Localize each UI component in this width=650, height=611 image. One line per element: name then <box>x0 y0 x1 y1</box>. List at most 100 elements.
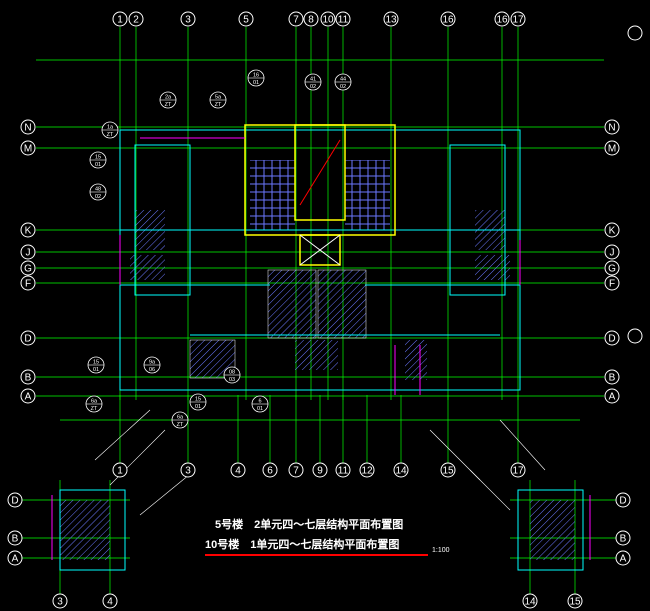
svg-text:G: G <box>24 264 32 275</box>
svg-text:08: 08 <box>229 370 235 376</box>
svg-text:9a: 9a <box>149 360 156 366</box>
axis-bubble-row-left: K <box>20 222 36 238</box>
svg-text:01: 01 <box>93 367 99 373</box>
axis-bubble-bottom: 12 <box>359 462 375 478</box>
svg-text:D: D <box>608 334 615 345</box>
axis-bubble-top: 2 <box>128 11 144 27</box>
title-line-2: 10号楼 1单元四～七层结构平面布置图 <box>205 537 399 551</box>
svg-text:13: 13 <box>385 15 397 26</box>
axis-bubble-row-left: N <box>20 119 36 135</box>
axis-bubble-top: 7 <box>288 11 304 27</box>
svg-text:B: B <box>25 373 32 384</box>
svg-text:6: 6 <box>267 466 273 477</box>
svg-text:D: D <box>619 496 626 507</box>
svg-text:N: N <box>608 123 615 134</box>
svg-text:10: 10 <box>322 15 334 26</box>
axis-bubble-row-left: F <box>20 275 36 291</box>
svg-text:16: 16 <box>496 15 508 26</box>
svg-text:06: 06 <box>149 367 155 373</box>
axis-bubble-row-left: A <box>20 388 36 404</box>
inset-left-row-bubble: B <box>7 530 23 546</box>
svg-text:14: 14 <box>524 597 536 608</box>
svg-text:17: 17 <box>512 15 524 26</box>
svg-text:01: 01 <box>95 162 101 168</box>
svg-text:01: 01 <box>253 80 259 86</box>
svg-text:F: F <box>609 279 615 290</box>
svg-text:ZT: ZT <box>165 102 172 108</box>
title-line-1: 5号楼 2单元四～七层结构平面布置图 <box>215 517 403 531</box>
svg-text:41: 41 <box>310 77 316 83</box>
axis-bubble-top: 8 <box>303 11 319 27</box>
svg-text:A: A <box>609 392 616 403</box>
leader-lines <box>94 409 546 516</box>
axis-bubble-row-right: N <box>604 119 620 135</box>
svg-text:3: 3 <box>185 15 191 26</box>
axis-bubble-top: 3 <box>180 11 196 27</box>
svg-text:7: 7 <box>293 466 299 477</box>
svg-text:44: 44 <box>340 77 346 83</box>
svg-text:4: 4 <box>235 466 241 477</box>
inset-right-row-bubble: B <box>615 530 631 546</box>
axis-bubble-top: 17 <box>510 11 526 27</box>
axis-bubble-top: 10 <box>320 11 336 27</box>
svg-text:K: K <box>25 226 32 237</box>
svg-text:B: B <box>609 373 616 384</box>
svg-text:5a: 5a <box>215 95 222 101</box>
svg-text:A: A <box>25 392 32 403</box>
detail-bubble-group: 2aZT5aZT1aZT1501480216014102440215019a06… <box>85 69 352 429</box>
svg-text:01: 01 <box>257 406 263 412</box>
svg-text:A: A <box>620 554 627 565</box>
axis-bubble-row-left: D <box>20 330 36 346</box>
svg-text:ZT: ZT <box>215 102 222 108</box>
svg-text:5: 5 <box>243 15 249 26</box>
title-block: 5号楼 2单元四～七层结构平面布置图 10号楼 1单元四～七层结构平面布置图 1… <box>205 517 450 556</box>
svg-text:D: D <box>24 334 31 345</box>
svg-text:15: 15 <box>195 397 201 403</box>
axis-bubble-row-left: J <box>20 244 36 260</box>
svg-text:17: 17 <box>512 466 524 477</box>
axis-bubble-bottom: 9 <box>312 462 328 478</box>
axis-bubble-bottom: 7 <box>288 462 304 478</box>
axis-bubble-top: 1 <box>112 11 128 27</box>
axis-bubble-top: 16 <box>494 11 510 27</box>
axis-bubble-bottom: 15 <box>440 462 456 478</box>
svg-text:16: 16 <box>442 15 454 26</box>
svg-text:02: 02 <box>340 84 346 90</box>
axis-bubble-bottom: 17 <box>510 462 526 478</box>
axis-bubble-row-left: M <box>20 140 36 156</box>
axis-bubble-row-right: F <box>604 275 620 291</box>
svg-text:7: 7 <box>293 15 299 26</box>
axis-bubble-row-right: G <box>604 260 620 276</box>
svg-text:9: 9 <box>317 466 323 477</box>
svg-text:M: M <box>24 144 32 155</box>
axis-bubble-bottom: 1 <box>112 462 128 478</box>
inset-right-col-bubble: 14 <box>522 593 538 609</box>
svg-text:03: 03 <box>229 377 235 383</box>
axis-bubble-top: 16 <box>440 11 456 27</box>
axis-bubble-top: 11 <box>335 11 351 27</box>
svg-text:ZT: ZT <box>177 422 184 428</box>
svg-text:6a: 6a <box>91 399 98 405</box>
svg-text:8: 8 <box>308 15 314 26</box>
svg-text:02: 02 <box>310 84 316 90</box>
axis-bubble-row-right: K <box>604 222 620 238</box>
svg-text:4: 4 <box>107 597 113 608</box>
svg-text:B: B <box>12 534 19 545</box>
svg-text:2a: 2a <box>165 95 172 101</box>
axis-bubble-row-right: A <box>604 388 620 404</box>
svg-text:F: F <box>25 279 31 290</box>
svg-text:6a: 6a <box>177 415 184 421</box>
svg-text:48: 48 <box>95 187 101 193</box>
svg-text:1a: 1a <box>107 125 114 131</box>
svg-text:15: 15 <box>569 597 581 608</box>
svg-text:2: 2 <box>133 15 139 26</box>
svg-text:15: 15 <box>442 466 454 477</box>
